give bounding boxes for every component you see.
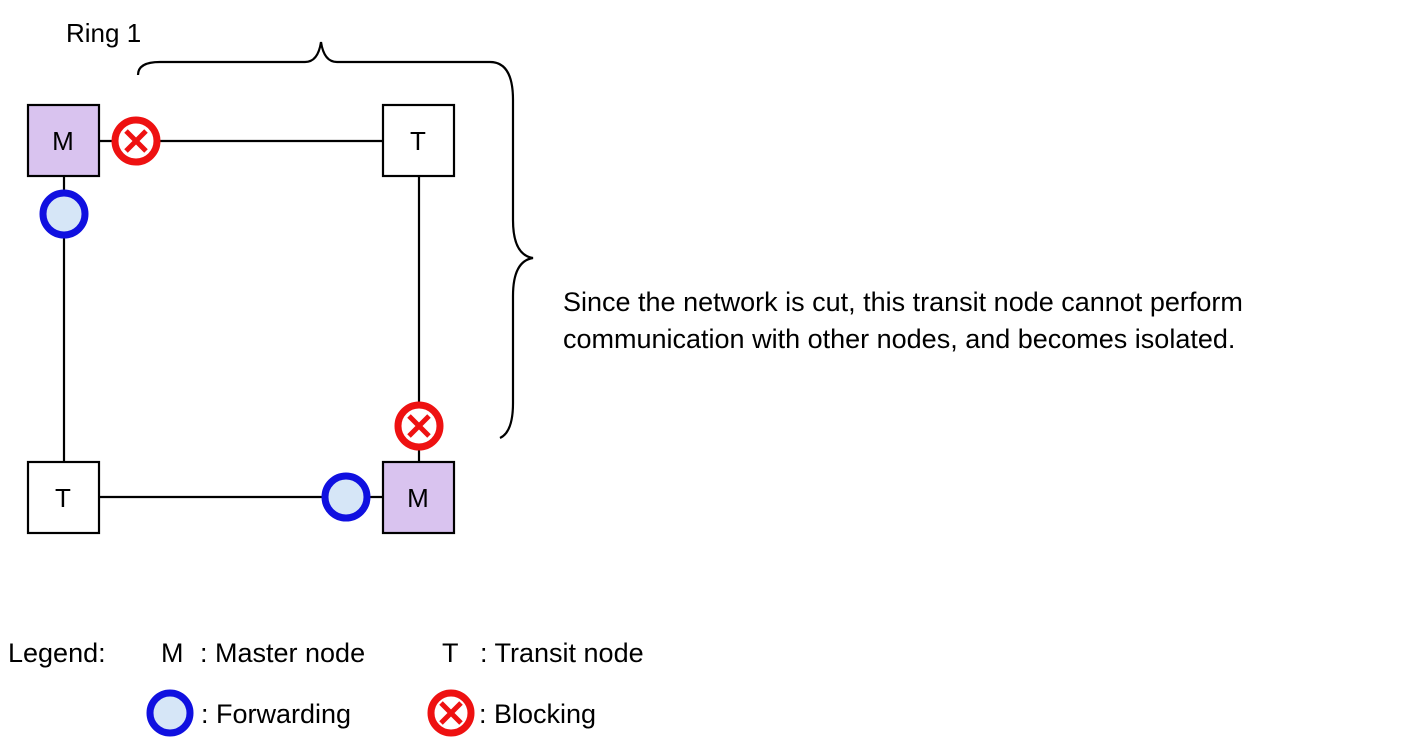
forwarding-port-icon (321, 472, 371, 522)
transit-node-label: T (410, 126, 426, 156)
master-node-label: M (52, 126, 74, 156)
blocking-port-icon (394, 401, 444, 451)
master-node-box (26, 103, 101, 178)
transit-node-top-right: T (381, 103, 456, 178)
transit-node-box (26, 460, 101, 535)
master-node-label: M (407, 483, 429, 513)
transit-node-box (381, 103, 456, 178)
isolated-segment-brace (136, 41, 534, 439)
isolation-note-line-1: Since the network is cut, this transit n… (563, 287, 1243, 317)
transit-node-bottom-left: T (26, 460, 101, 535)
legend-title: Legend: (8, 638, 106, 668)
blocking-port-icon (111, 116, 161, 166)
forwarding-port-icon (39, 189, 89, 239)
legend-master-symbol: M (161, 638, 184, 668)
legend-forwarding-icon (146, 689, 194, 737)
legend-blocking-icon (427, 689, 475, 737)
master-node-bottom-right: M (381, 460, 456, 535)
isolation-note-line-2: communication with other nodes, and beco… (563, 324, 1235, 354)
legend-forwarding-text: : Forwarding (201, 699, 351, 729)
legend-master-text: : Master node (200, 638, 365, 668)
legend-blocking-text: : Blocking (479, 699, 596, 729)
legend-transit-text: : Transit node (480, 638, 644, 668)
transit-node-label: T (55, 483, 71, 513)
master-node-top-left: M (26, 103, 101, 178)
master-node-box (381, 460, 456, 535)
ring-label: Ring 1 (66, 18, 141, 48)
legend-transit-symbol: T (442, 638, 459, 668)
